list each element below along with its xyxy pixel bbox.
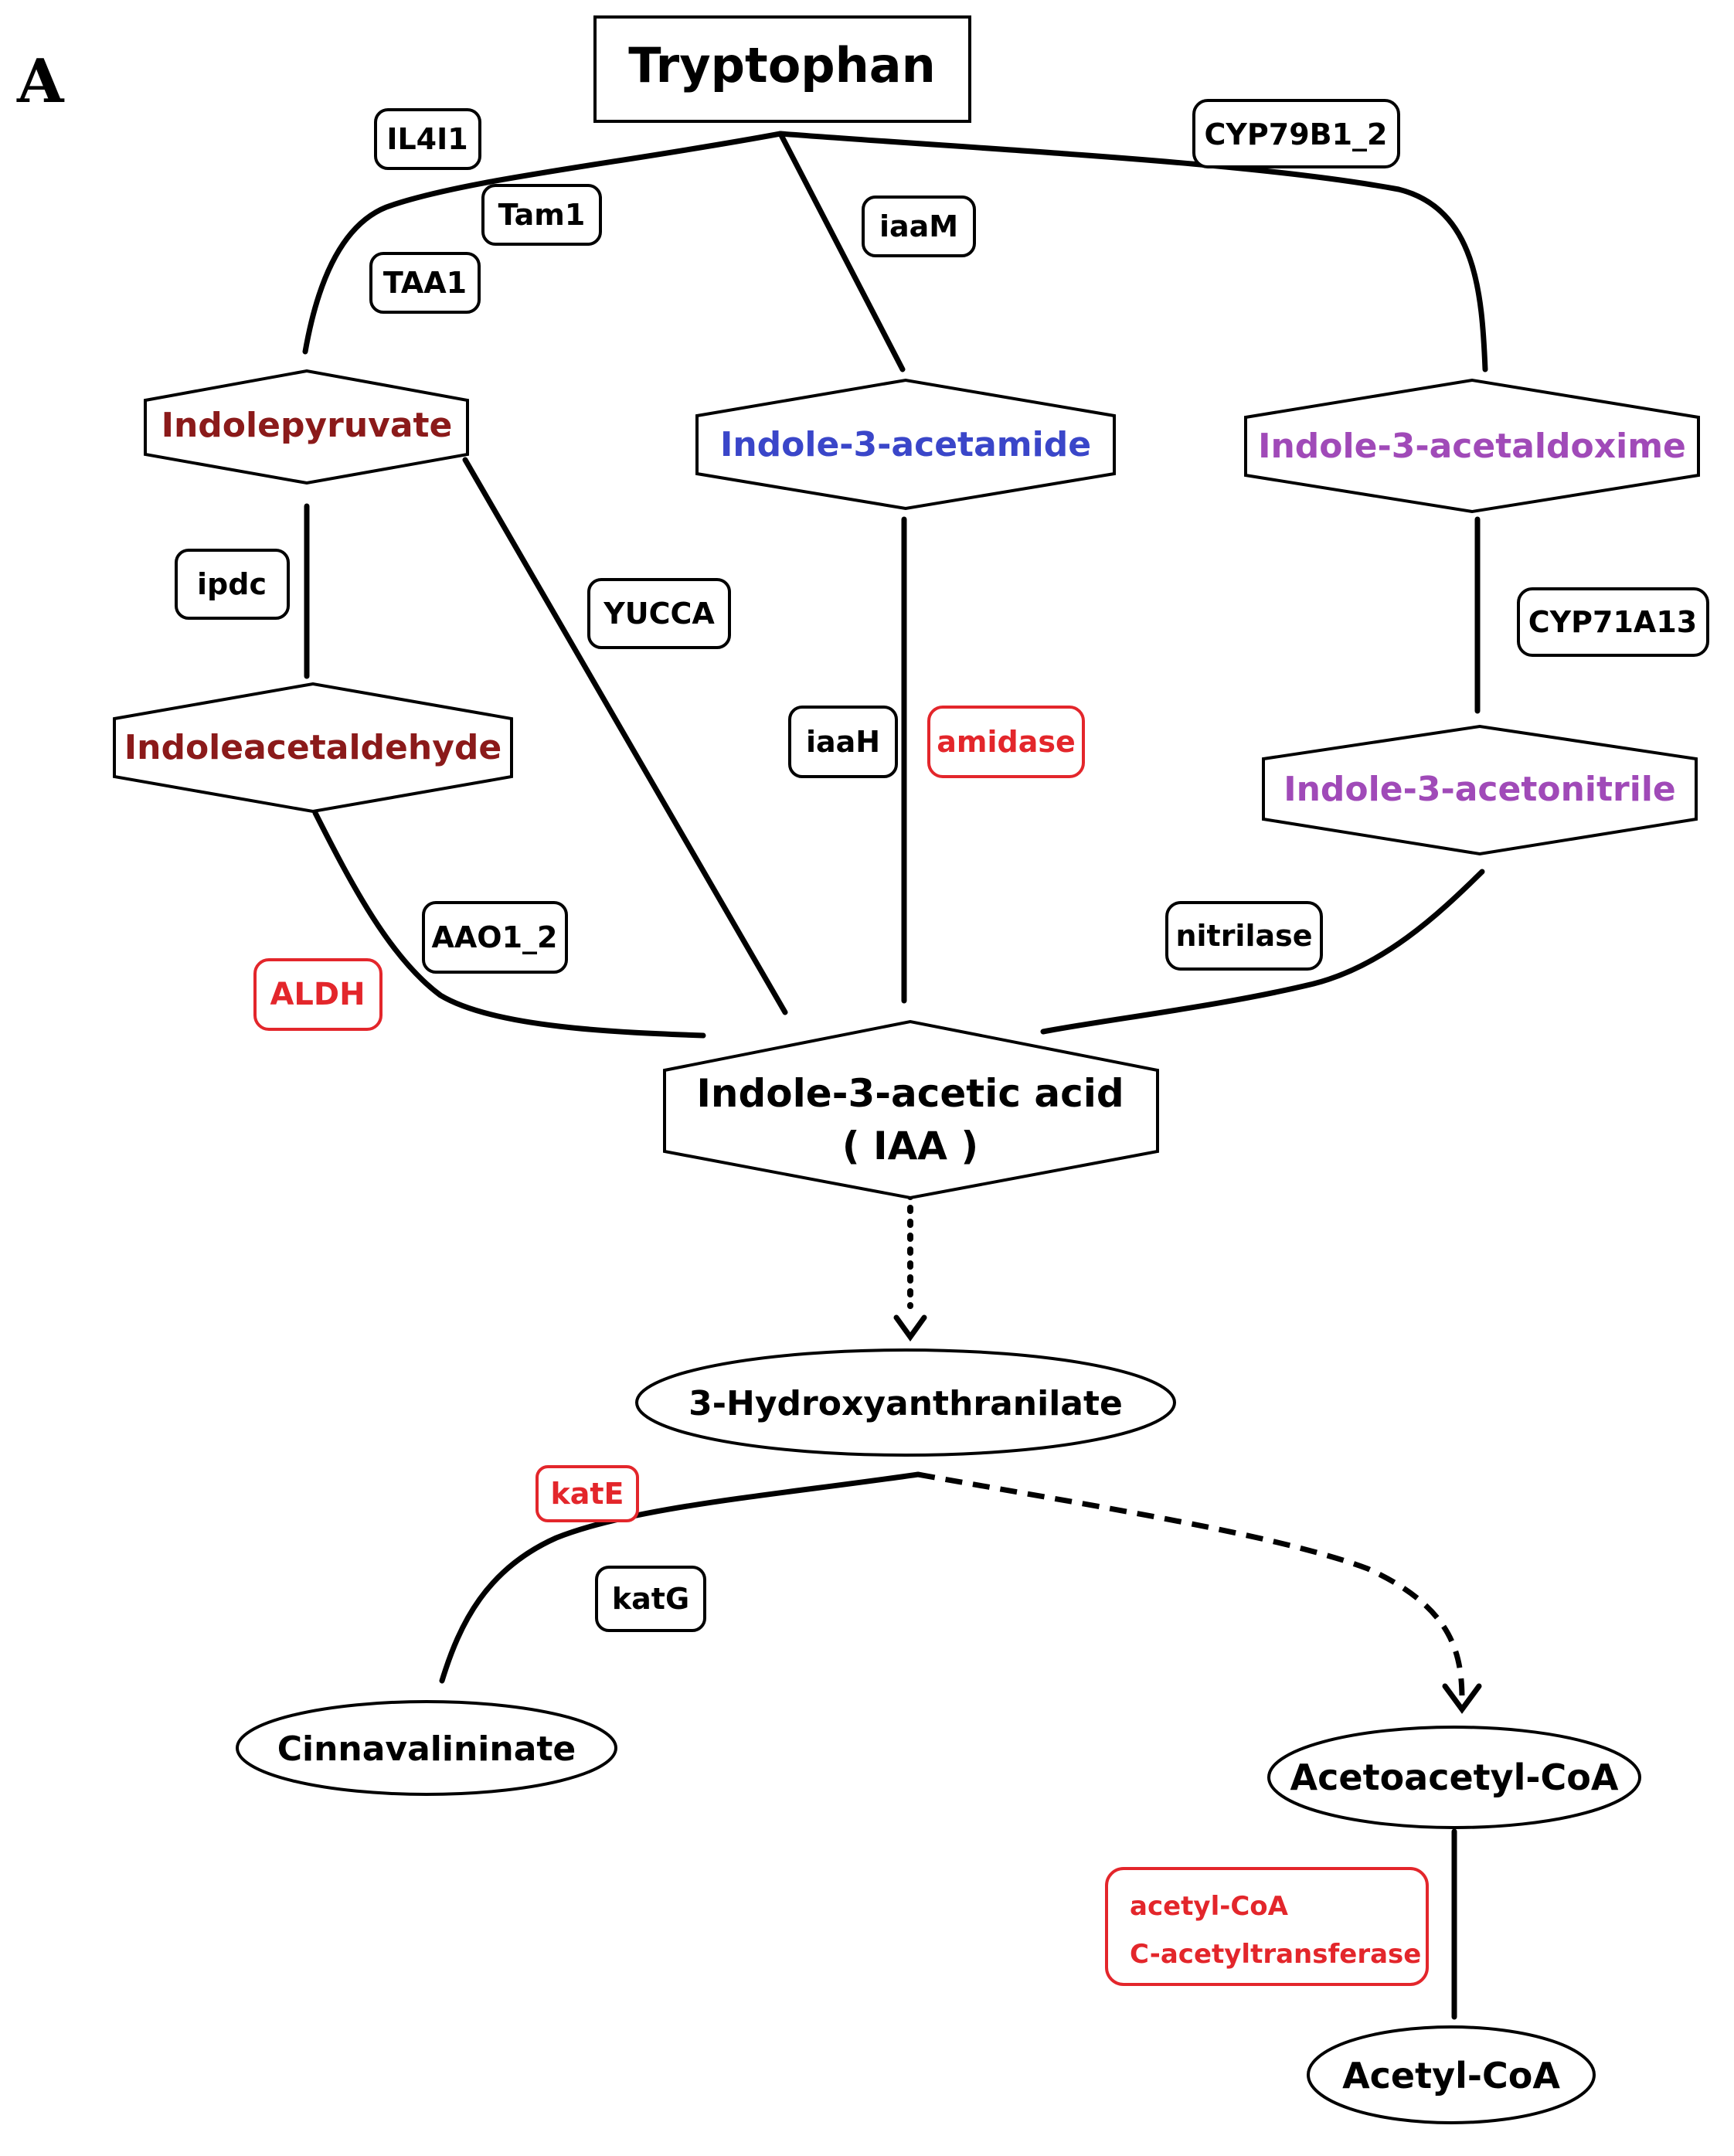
- node-hydroxyanthranilate: 3-Hydroxyanthranilate: [635, 1348, 1176, 1457]
- enzyme-il4i1: IL4I1: [374, 108, 481, 170]
- node-acetoacetyl-coa: Acetoacetyl-CoA: [1267, 1726, 1641, 1829]
- node-cinnavalininate: Cinnavalininate: [236, 1700, 617, 1796]
- arrowhead-hydroxyanthranilate: [893, 1314, 927, 1342]
- enzyme-acetyl-transferase-label-line2: C-acetyltransferase: [1130, 1939, 1421, 1970]
- enzyme-katg-label: katG: [612, 1582, 689, 1616]
- node-iaa: Indole-3-acetic acid ( IAA ): [663, 1019, 1159, 1200]
- enzyme-iaam: iaaM: [862, 196, 976, 257]
- node-acetoacetyl-coa-label: Acetoacetyl-CoA: [1290, 1756, 1619, 1798]
- node-indole-3-acetamide: Indole-3-acetamide: [695, 378, 1116, 511]
- enzyme-il4i1-label: IL4I1: [386, 122, 468, 156]
- enzyme-kate: katE: [536, 1465, 639, 1522]
- node-iaa-label-line1: Indole-3-acetic acid: [696, 1071, 1124, 1116]
- edge-tryptophan-to-indole-3-acetamide: [777, 131, 906, 372]
- edge-indolepyruvate-to-iaa: [462, 457, 788, 1015]
- node-indole-3-acetonitrile-label: Indole-3-acetonitrile: [1284, 770, 1676, 809]
- enzyme-amidase-label: amidase: [937, 725, 1076, 759]
- pathway-connectors: [302, 131, 1488, 2020]
- enzyme-aldh-label: ALDH: [270, 977, 365, 1012]
- enzyme-kate-label: katE: [550, 1477, 624, 1511]
- enzyme-ipdc-label: ipdc: [197, 567, 267, 601]
- node-indolepyruvate-label: Indolepyruvate: [162, 406, 453, 445]
- node-indole-3-acetamide-label: Indole-3-acetamide: [720, 425, 1091, 464]
- node-indoleacetaldehyde-label: Indoleacetaldehyde: [124, 728, 502, 767]
- panel-label: A: [16, 46, 65, 117]
- enzyme-acetyl-coa-c-acetyltransferase: acetyl-CoA C-acetyltransferase: [1105, 1867, 1429, 1986]
- node-tryptophan: Tryptophan: [593, 15, 971, 123]
- enzyme-cyp71a13-label: CYP71A13: [1528, 605, 1697, 639]
- enzyme-nitrilase-label: nitrilase: [1175, 919, 1312, 953]
- enzyme-taa1: TAA1: [369, 252, 481, 314]
- node-indolepyruvate: Indolepyruvate: [144, 369, 469, 485]
- node-cinnavalininate-label: Cinnavalininate: [277, 1729, 576, 1769]
- enzyme-yucca-label: YUCCA: [603, 597, 715, 631]
- enzyme-katg: katG: [595, 1566, 706, 1632]
- edge-indole-3-acetonitrile-to-iaa: [1040, 869, 1485, 1035]
- node-tryptophan-label: Tryptophan: [628, 37, 936, 94]
- node-indoleacetaldehyde: Indoleacetaldehyde: [113, 682, 513, 814]
- enzyme-acetyl-transferase-label-line1: acetyl-CoA: [1130, 1891, 1289, 1922]
- enzyme-amidase: amidase: [927, 706, 1085, 778]
- enzyme-ipdc: ipdc: [175, 549, 290, 620]
- enzyme-cyp71a13: CYP71A13: [1517, 587, 1709, 657]
- enzyme-taa1-label: TAA1: [383, 266, 467, 300]
- enzyme-iaah: iaaH: [788, 706, 898, 778]
- node-indole-3-acetaldoxime: Indole-3-acetaldoxime: [1244, 378, 1700, 514]
- edge-hydroxyanthranilate-to-cinnavalininate: [439, 1471, 921, 1684]
- enzyme-aao1-2: AAO1_2: [422, 901, 568, 974]
- enzyme-cyp79b1-2-label: CYP79B1_2: [1205, 117, 1388, 151]
- enzyme-yucca: YUCCA: [587, 578, 731, 649]
- node-iaa-label-line2: ( IAA ): [842, 1124, 979, 1168]
- node-hydroxyanthranilate-label: 3-Hydroxyanthranilate: [688, 1384, 1123, 1423]
- enzyme-iaah-label: iaaH: [806, 725, 880, 759]
- edge-hydroxyanthranilate-to-acetoacetyl-coa: [917, 1471, 1465, 1701]
- node-indole-3-acetaldoxime-label: Indole-3-acetaldoxime: [1258, 427, 1686, 466]
- enzyme-aao1-2-label: AAO1_2: [431, 920, 557, 954]
- edge-indoleacetaldehyde-to-iaa: [312, 810, 706, 1039]
- node-indole-3-acetonitrile: Indole-3-acetonitrile: [1262, 724, 1698, 856]
- enzyme-tam1: Tam1: [481, 184, 602, 246]
- arrowhead-acetoacetyl-coa: [1442, 1683, 1482, 1714]
- edge-tryptophan-to-indolepyruvate: [302, 131, 784, 355]
- node-acetyl-coa-label: Acetyl-CoA: [1342, 2055, 1560, 2096]
- enzyme-nitrilase: nitrilase: [1165, 901, 1323, 971]
- enzyme-aldh: ALDH: [253, 958, 382, 1031]
- enzyme-cyp79b1-2: CYP79B1_2: [1192, 99, 1400, 168]
- edge-tryptophan-to-indole-3-acetaldoxime: [777, 131, 1488, 372]
- node-acetyl-coa: Acetyl-CoA: [1307, 2025, 1596, 2124]
- enzyme-tam1-label: Tam1: [498, 198, 586, 232]
- enzyme-iaam-label: iaaM: [879, 209, 958, 243]
